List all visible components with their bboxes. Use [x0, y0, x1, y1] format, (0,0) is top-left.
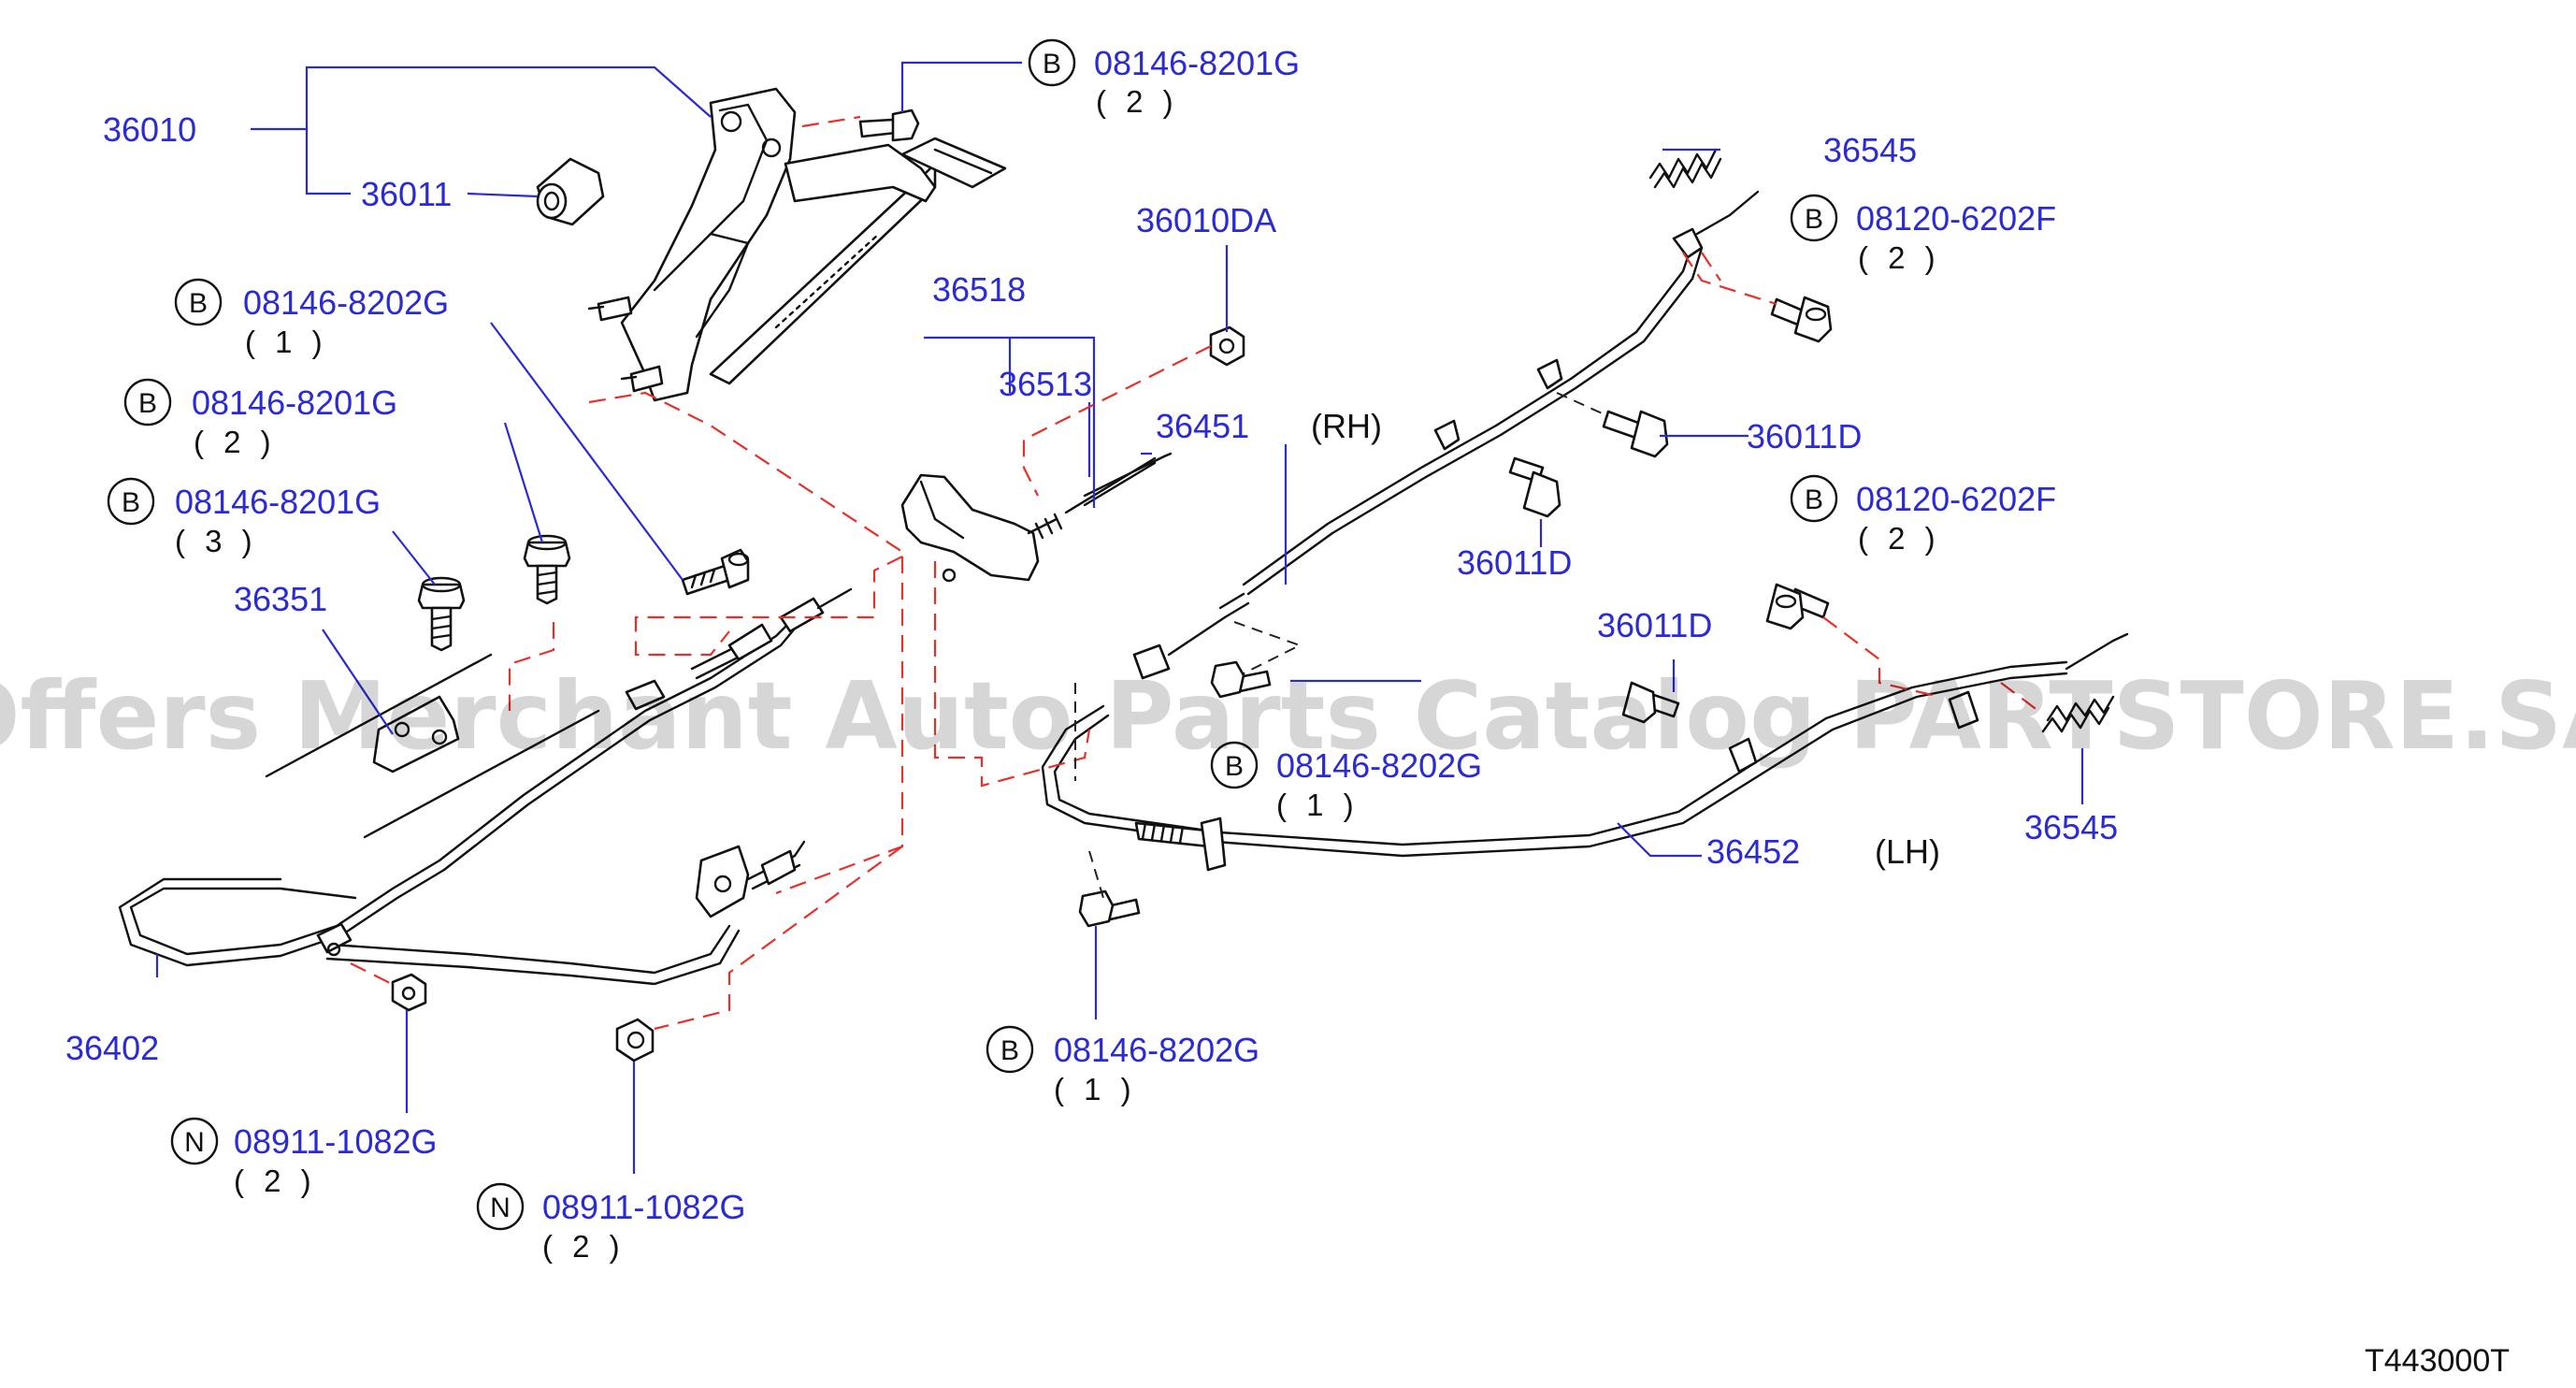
prefix-letter: B [1805, 204, 1823, 235]
prefix-letter: B [1805, 484, 1823, 515]
bolt-top[interactable] [858, 108, 920, 142]
prefix-letter: B [1043, 49, 1061, 80]
side-label-rh: (RH) [1311, 407, 1382, 445]
spring-36545-top[interactable] [1648, 148, 1722, 189]
prefix-letters: B B B B B B B B N N [122, 49, 1823, 1223]
prefix-letter: B [189, 288, 208, 319]
bolt-mid-left[interactable] [681, 548, 750, 596]
cable-36402[interactable] [118, 587, 853, 986]
bushing-36011[interactable] [536, 157, 605, 226]
part-number[interactable]: 36513 [999, 365, 1092, 403]
part-number[interactable]: 36451 [1156, 407, 1249, 445]
prefix-letter: B [1225, 751, 1244, 782]
fastener-qty: ( 2 ) [1096, 84, 1179, 119]
fastener-qty: ( 2 ) [542, 1229, 626, 1264]
prefix-letter: N [184, 1127, 205, 1158]
part-number[interactable]: 36010DA [1136, 201, 1276, 239]
fastener-qty: ( 2 ) [1858, 240, 1941, 275]
front-cable-36518[interactable] [900, 456, 1157, 583]
part-number[interactable]: 36351 [234, 580, 327, 618]
diagram-code: T443000T [2365, 1343, 2510, 1379]
part-number[interactable]: 36011D [1457, 543, 1572, 582]
fastener-number[interactable]: 08146-8202G [1276, 746, 1482, 785]
cable-lh[interactable] [1041, 632, 2129, 872]
nut-N-1[interactable] [391, 973, 427, 1012]
part-number[interactable]: 36545 [2024, 808, 2118, 846]
fastener-number[interactable]: 08120-6202F [1856, 199, 2056, 238]
part-number[interactable]: 36518 [932, 270, 1026, 309]
fastener-number[interactable]: 08911-1082G [542, 1188, 746, 1226]
part-number[interactable]: 36545 [1823, 131, 1917, 169]
watermark-text: Offers Merchant Auto Parts Catalog PARTS… [0, 661, 2576, 771]
part-number[interactable]: 36011D [1747, 417, 1862, 455]
fastener-qty: ( 2 ) [234, 1164, 317, 1198]
bolt-08120-top[interactable] [1770, 296, 1833, 343]
fastener-qty: ( 1 ) [245, 325, 328, 359]
leader-lines [155, 61, 2084, 1174]
part-number[interactable]: 36011D [1597, 606, 1712, 644]
fastener-labels: 08146-8201G ( 2 ) 08146-8202G ( 1 ) 0814… [175, 44, 2056, 1264]
bolt-8202G-center[interactable] [1210, 660, 1272, 699]
bolt-36011D-c[interactable] [1621, 681, 1680, 724]
bolt-36011D-b[interactable] [1508, 456, 1561, 518]
cable-rh[interactable] [1132, 190, 1760, 680]
fastener-number[interactable]: 08911-1082G [234, 1122, 438, 1161]
fastener-number[interactable]: 08120-6202F [1856, 480, 2056, 518]
fastener-qty: ( 1 ) [1276, 788, 1360, 822]
prefix-letter: B [138, 388, 157, 419]
prefix-circles [107, 38, 1838, 1231]
fastener-qty: ( 3 ) [175, 524, 258, 558]
part-number[interactable]: 36010 [103, 110, 196, 149]
fastener-number[interactable]: 08146-8201G [175, 483, 381, 521]
fastener-number[interactable]: 08146-8201G [1094, 44, 1300, 82]
prefix-letter: N [490, 1193, 511, 1223]
fastener-qty: ( 2 ) [1858, 521, 1941, 556]
nut-36010DA[interactable] [1209, 325, 1245, 367]
assembly-dashes [350, 115, 2039, 1031]
fastener-number[interactable]: 08146-8202G [243, 283, 449, 322]
fastener-number[interactable]: 08146-8202G [1054, 1031, 1259, 1069]
part-number-labels: 36010 36011 36545 36010DA 36518 36513 36… [65, 110, 2118, 1067]
part-number[interactable]: 36402 [65, 1029, 159, 1067]
prefix-letter: B [122, 487, 140, 518]
rod-36451[interactable] [1083, 452, 1173, 498]
prefix-letter: B [1000, 1035, 1019, 1066]
bracket-36351[interactable] [265, 653, 600, 839]
fastener-qty: ( 2 ) [194, 425, 277, 459]
side-label-lh: (LH) [1875, 832, 1940, 871]
bolt-36011D-a[interactable] [1602, 410, 1669, 458]
bolt-8202G-bottom[interactable] [1078, 889, 1141, 928]
bolt-08120-bottom[interactable] [1765, 583, 1830, 630]
bolt-8201G-3[interactable] [417, 576, 466, 652]
fastener-qty: ( 1 ) [1054, 1072, 1137, 1106]
fastener-number[interactable]: 08146-8201G [192, 383, 397, 422]
part-number[interactable]: 36011 [361, 175, 452, 213]
spring-36545-bottom[interactable] [2041, 695, 2115, 733]
bolt-8201G-2[interactable] [523, 534, 571, 605]
part-number[interactable]: 36452 [1706, 832, 1800, 871]
pedal-assembly-36010[interactable] [587, 87, 1007, 402]
nut-N-2[interactable] [615, 1018, 655, 1063]
